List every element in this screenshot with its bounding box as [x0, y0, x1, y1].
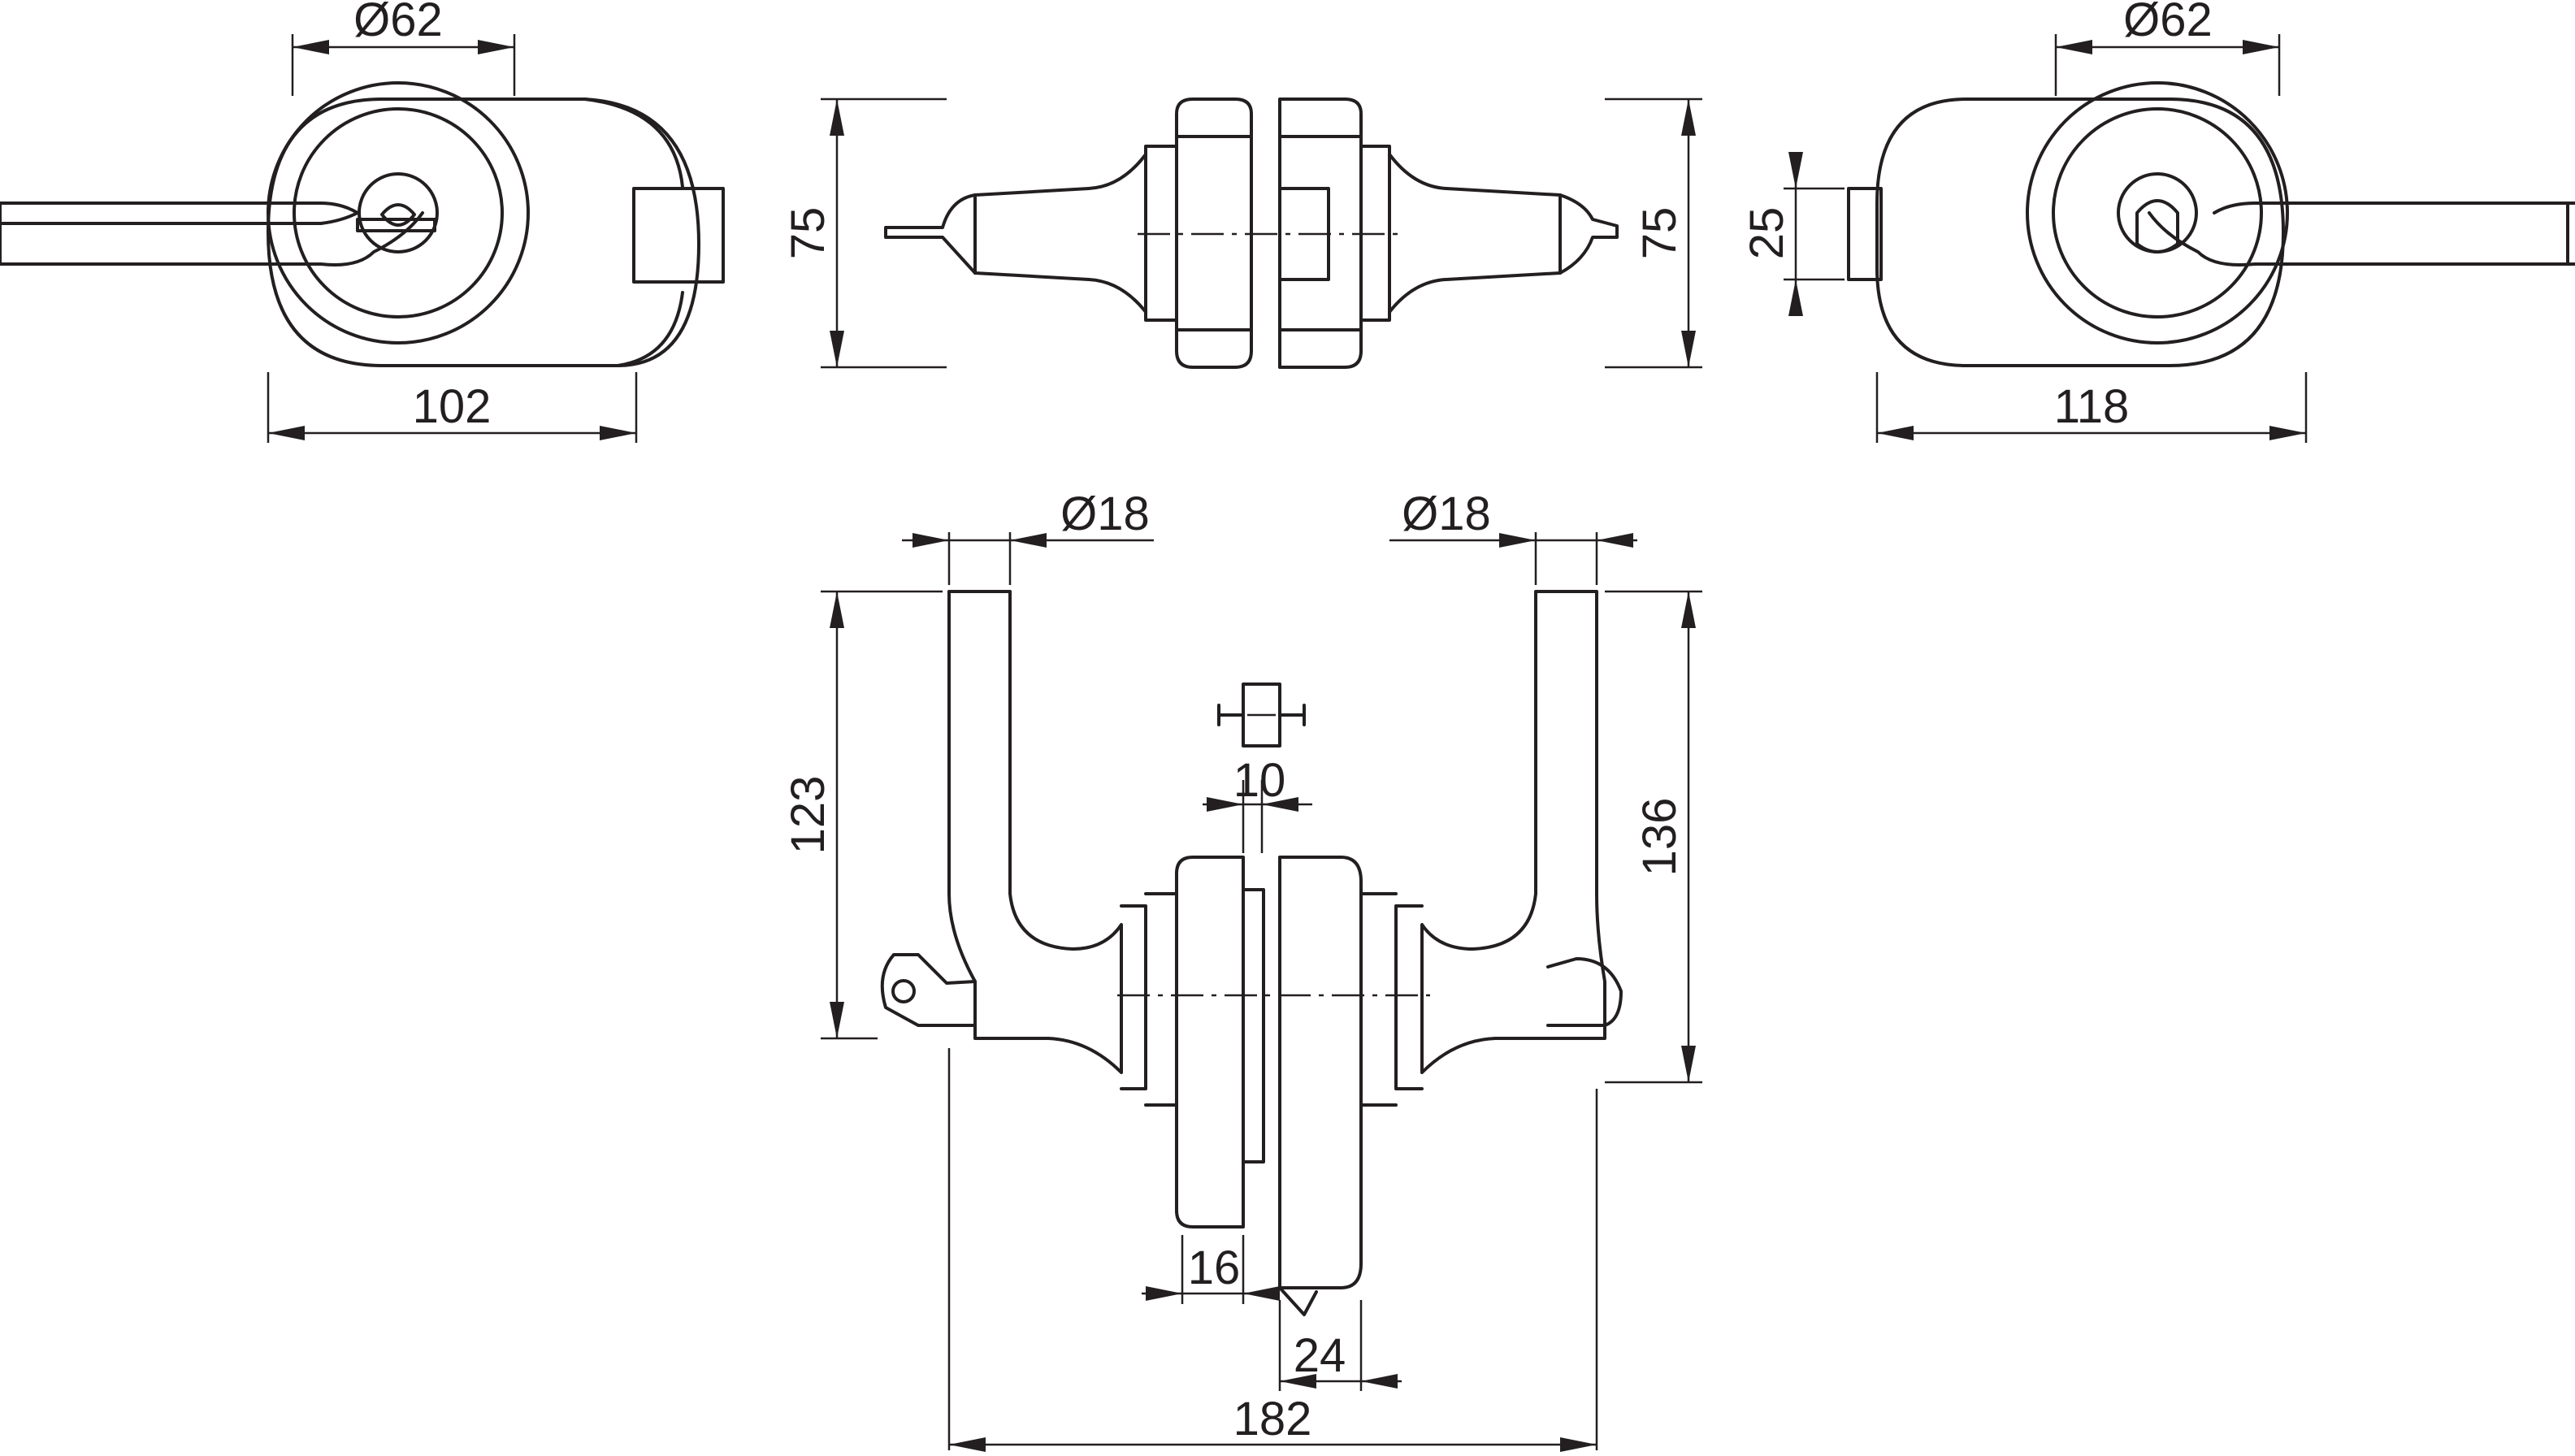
side-view-body-left	[1175, 98, 1253, 369]
bottom-view-lever-left	[947, 590, 1123, 1074]
bottom-view-overall-arrow-right	[1560, 1437, 1597, 1452]
bottom-view-height-left-arrow-bottom	[830, 1002, 844, 1038]
bottom-view-lever-dia-left-arrow1	[913, 533, 949, 548]
bottom-view-body-left-flange	[1144, 892, 1178, 1107]
left-view-dia-label: Ø62	[353, 0, 443, 46]
side-view-collar-right	[1359, 145, 1391, 322]
bottom-view-height-right-arrow-top	[1681, 592, 1696, 628]
right-view-latch-plate	[1847, 187, 1883, 281]
bottom-view-collar-left	[1120, 904, 1147, 1090]
side-view-body-right	[1278, 98, 1363, 369]
side-view-height-label-left: 75	[782, 207, 834, 260]
right-view-width-arrow-left	[1877, 426, 1914, 440]
bottom-view-lever-dia-left-arrow2	[1010, 533, 1047, 548]
bottom-view-body-right-flange	[1359, 892, 1398, 1107]
side-view-lever-stub-right	[1558, 193, 1619, 275]
bottom-view-offset-arrow-right	[1361, 1374, 1398, 1389]
bottom-view-thumb-turn	[1546, 957, 1623, 1027]
right-view: Ø62 25 118	[1741, 0, 2575, 443]
side-view: 75 75	[782, 98, 1702, 369]
bottom-view-lever-dia-right-arrow1	[1499, 533, 1536, 548]
bottom-view-glass-detail	[1217, 682, 1306, 748]
side-view-height-label-right: 75	[1633, 207, 1686, 260]
bottom-view: Ø18 Ø18 123 136 10 16	[782, 488, 1702, 1452]
side-view-neck-right	[1388, 153, 1562, 314]
bottom-view-lever-dia-right-arrow2	[1597, 533, 1633, 548]
bottom-view-body-depth-label: 16	[1188, 1242, 1241, 1294]
right-view-rosette-inner	[2052, 107, 2263, 318]
bottom-view-glass-label: 10	[1233, 754, 1286, 807]
left-view-lever	[0, 202, 424, 266]
bottom-view-overall-label: 182	[1233, 1393, 1312, 1445]
bottom-view-glass-arrow-left	[1207, 797, 1243, 812]
left-view-rosette-inner	[293, 107, 504, 318]
right-view-dia-arrow-right	[2243, 40, 2279, 54]
bottom-view-body-left	[1175, 856, 1245, 1228]
right-view-width-label: 118	[2054, 380, 2129, 433]
left-view-rosette-outer	[267, 81, 530, 344]
right-view-width-arrow-right	[2269, 426, 2306, 440]
bottom-view-collar-right	[1394, 904, 1424, 1090]
left-view-housing-back	[583, 98, 684, 367]
bottom-view-height-right-label: 136	[1633, 798, 1686, 877]
right-view-step-label: 25	[1741, 207, 1793, 260]
left-view-key-bow	[380, 203, 416, 227]
side-view-height-arrow-bottom-right	[1681, 331, 1696, 367]
bottom-view-body-depth-arrow-right	[1243, 1286, 1280, 1301]
bottom-view-body-depth-arrow-left	[1146, 1286, 1182, 1301]
left-view-latch-plate	[632, 187, 725, 284]
left-view-width-arrow-right	[600, 426, 636, 440]
side-view-lever-stub-left	[884, 193, 977, 275]
right-view-lever	[2148, 202, 2575, 266]
bottom-view-overall-arrow-left	[949, 1437, 986, 1452]
bottom-view-glass-arrow-right	[1262, 797, 1298, 812]
bottom-view-strike	[1242, 888, 1265, 1164]
left-view: Ø62 102	[0, 0, 725, 443]
bottom-view-offset-arrow-left	[1280, 1374, 1316, 1389]
right-view-dia-label: Ø62	[2123, 0, 2213, 46]
left-view-width-label: 102	[413, 380, 492, 433]
bottom-view-key-hole	[891, 979, 916, 1003]
right-view-cylinder	[2117, 172, 2198, 254]
bottom-view-height-left-label: 123	[782, 776, 834, 855]
right-view-dia-arrow-left	[2056, 40, 2092, 54]
bottom-view-latch-tip	[1278, 1286, 1318, 1316]
bottom-view-height-left-arrow-top	[830, 592, 844, 628]
side-view-height-arrow-top-left	[830, 99, 844, 136]
right-view-step-arrow-bottom	[1788, 280, 1803, 316]
right-view-step-arrow-top	[1788, 152, 1803, 188]
bottom-view-key	[880, 953, 977, 1027]
left-view-dia-arrow-right	[478, 40, 514, 54]
bottom-view-body-right	[1278, 856, 1363, 1289]
right-view-rosette-outer	[2026, 81, 2289, 344]
right-view-turn-knob	[2135, 199, 2179, 254]
side-view-height-arrow-bottom-left	[830, 331, 844, 367]
side-view-neck-left	[973, 153, 1147, 314]
left-view-key-slot	[356, 218, 436, 232]
bottom-view-height-right-arrow-bottom	[1681, 1046, 1696, 1082]
left-view-width-arrow-left	[268, 426, 305, 440]
left-view-dia-arrow-left	[293, 40, 329, 54]
bottom-view-lever-dia-right-label: Ø18	[1402, 488, 1491, 540]
bottom-view-offset-label: 24	[1294, 1329, 1346, 1382]
left-view-cylinder	[358, 172, 439, 254]
right-view-housing-outline	[1875, 98, 2285, 367]
side-view-height-arrow-top-right	[1681, 99, 1696, 136]
bottom-view-lever-dia-left-label: Ø18	[1060, 488, 1150, 540]
bottom-view-lever-right	[1420, 590, 1606, 1074]
